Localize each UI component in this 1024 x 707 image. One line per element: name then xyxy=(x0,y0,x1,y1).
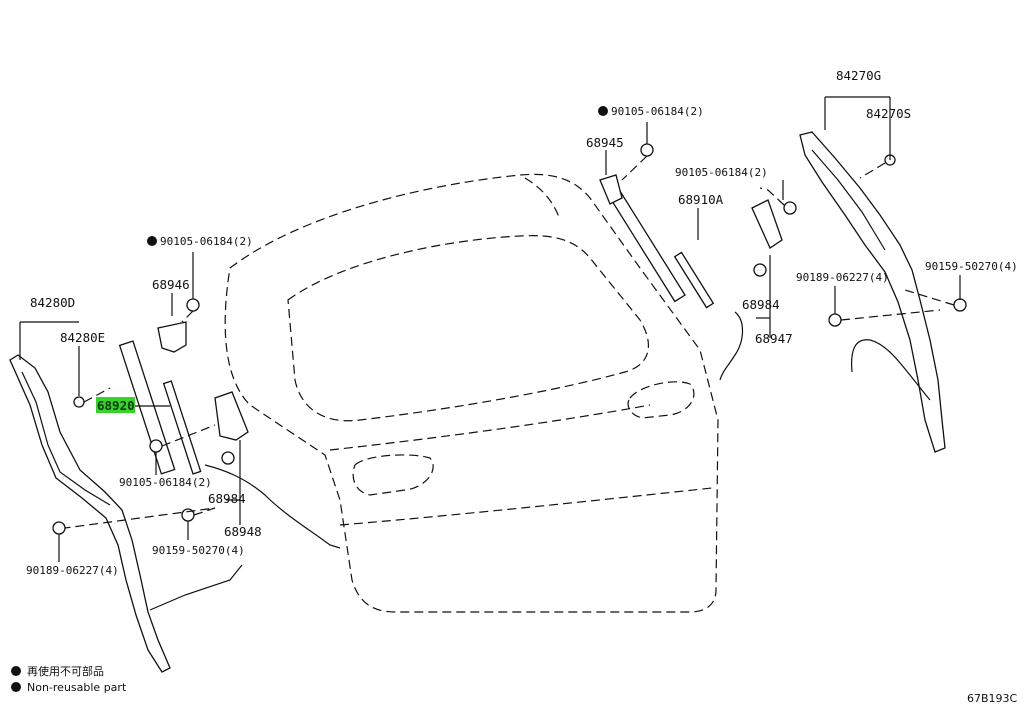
stopper-68984-right[interactable] xyxy=(753,263,767,277)
label-90159-left[interactable]: 90159-50270(4) xyxy=(152,544,245,557)
legend: 再使用不可部品 Non-reusable part xyxy=(11,664,127,694)
label-84270S[interactable]: 84270S xyxy=(866,106,911,121)
left-trim-part[interactable] xyxy=(9,354,171,673)
label-90105-left[interactable]: 90105-06184(2) xyxy=(160,235,253,248)
bracket-68945[interactable] xyxy=(599,174,623,205)
label-84280D[interactable]: 84280D xyxy=(30,295,75,310)
label-68948[interactable]: 68948 xyxy=(224,524,262,539)
label-90105-right[interactable]: 90105-06184(2) xyxy=(675,166,768,179)
bracket-68946[interactable] xyxy=(157,321,187,353)
leader-lines xyxy=(19,96,961,562)
label-90105-top[interactable]: 90105-06184(2) xyxy=(611,105,704,118)
part-labels: 84270G 84270S 90105-06184(2) 68945 90105… xyxy=(26,68,1018,577)
stopper-68984-left[interactable] xyxy=(221,451,235,465)
legend-line-en: Non-reusable part xyxy=(27,681,127,694)
diagram-code: 67B193C xyxy=(967,692,1018,705)
label-68910A[interactable]: 68910A xyxy=(678,192,724,207)
label-68984-left[interactable]: 68984 xyxy=(208,491,246,506)
non-reusable-dot-icon xyxy=(11,682,21,692)
left-strut-part[interactable] xyxy=(118,340,341,549)
guide-lines xyxy=(64,155,955,529)
label-90189-left[interactable]: 90189-06227(4) xyxy=(26,564,119,577)
non-reusable-dot-icon xyxy=(598,106,608,116)
legend-line-jp: 再使用不可部品 xyxy=(27,664,104,678)
non-reusable-dot-icon xyxy=(11,666,21,676)
label-84270G[interactable]: 84270G xyxy=(836,68,881,83)
right-trim-part[interactable] xyxy=(799,131,946,453)
left-trim-wire xyxy=(149,564,243,611)
label-68947[interactable]: 68947 xyxy=(755,331,793,346)
label-90159-right[interactable]: 90159-50270(4) xyxy=(925,260,1018,273)
bracket-68947[interactable] xyxy=(751,199,783,249)
highlight-68920 xyxy=(96,397,135,413)
label-90105-bottom[interactable]: 90105-06184(2) xyxy=(119,476,212,489)
label-68946[interactable]: 68946 xyxy=(152,277,190,292)
label-84280E[interactable]: 84280E xyxy=(60,330,105,345)
label-68945[interactable]: 68945 xyxy=(586,135,624,150)
right-trim-wire xyxy=(850,339,931,401)
bracket-68948[interactable] xyxy=(214,391,249,441)
label-68920[interactable]: 68920 xyxy=(97,398,135,413)
right-strut-part[interactable] xyxy=(606,185,744,381)
tailgate-outline xyxy=(224,173,719,613)
label-68984-right[interactable]: 68984 xyxy=(742,297,780,312)
non-reusable-dot-icon xyxy=(147,236,157,246)
label-90189-right[interactable]: 90189-06227(4) xyxy=(796,271,889,284)
